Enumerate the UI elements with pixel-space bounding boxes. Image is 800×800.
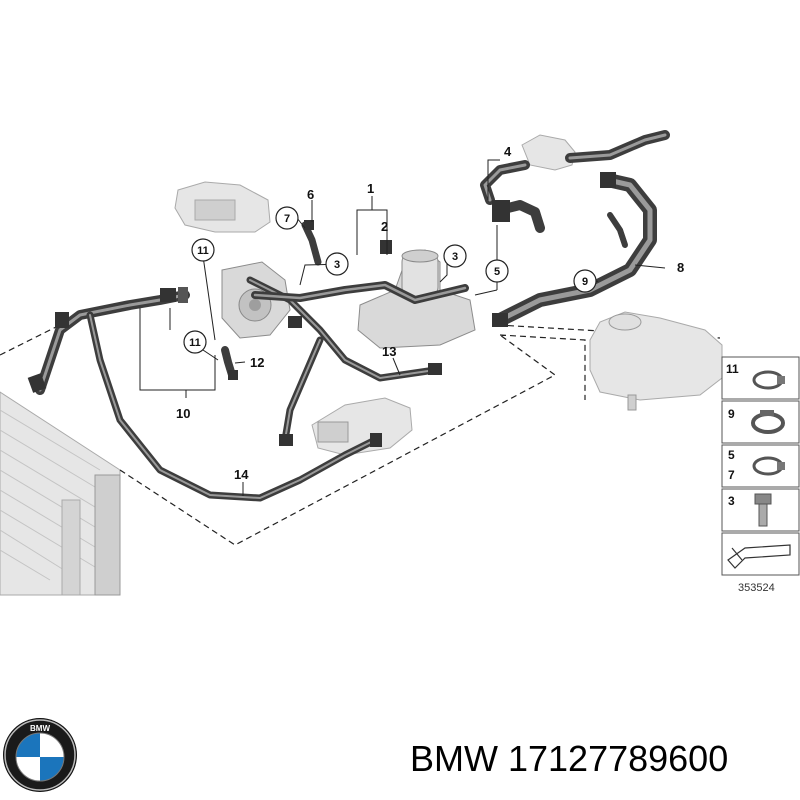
callout-1: 1: [367, 181, 374, 196]
legend-label-3: 3: [728, 494, 735, 508]
expansion-tank: [589, 311, 723, 411]
callout-circle-11-lower: 11: [183, 330, 207, 354]
legend-label-9: 9: [728, 407, 735, 421]
callout-2: 2: [381, 219, 388, 234]
svg-text:7: 7: [284, 213, 290, 225]
parts-legend: 11 9 5 7 3 353524: [721, 356, 800, 594]
callout-circle-5: 5: [485, 259, 509, 283]
part-number-caption: BMW 17127789600: [410, 738, 729, 779]
svg-text:3: 3: [334, 259, 340, 271]
svg-text:11: 11: [197, 245, 209, 257]
callout-10: 10: [176, 406, 190, 421]
callout-14: 14: [234, 467, 249, 482]
bmw-logo: BMW: [3, 718, 77, 792]
band-clamp-icon: [751, 410, 785, 434]
svg-text:9: 9: [582, 276, 588, 288]
assembly-boundary-line: [0, 324, 721, 546]
callout-13: 13: [382, 344, 396, 359]
svg-text:3: 3: [452, 251, 458, 263]
svg-text:5: 5: [494, 266, 500, 278]
callout-circle-7: 7: [275, 206, 299, 230]
callout-circle-9: 9: [573, 269, 597, 293]
legend-label-11: 11: [726, 362, 739, 376]
hose-clamp-icon: [752, 370, 785, 390]
callout-circle-3-left: 3: [325, 252, 349, 276]
legend-label-5: 5: [728, 448, 735, 462]
diagram-code: 353524: [738, 582, 775, 594]
auxiliary-water-pump: [311, 397, 413, 456]
hose-end-fittings: [27, 172, 616, 447]
callout-4: 4: [504, 144, 512, 159]
radiator: [0, 391, 121, 596]
callout-8: 8: [677, 260, 684, 275]
callout-6: 6: [307, 187, 314, 202]
legend-label-7: 7: [728, 468, 735, 482]
svg-text:BMW: BMW: [30, 724, 50, 733]
svg-text:11: 11: [189, 337, 201, 349]
hose-clamp-icon: [752, 456, 785, 476]
arrow-wedge-icon: [727, 544, 791, 569]
callout-12: 12: [250, 355, 264, 370]
callout-circle-11-upper: 11: [191, 238, 215, 262]
bolt-icon: [754, 493, 772, 527]
callout-circle-3-right: 3: [443, 244, 467, 268]
thermostat-housing: [174, 181, 271, 233]
